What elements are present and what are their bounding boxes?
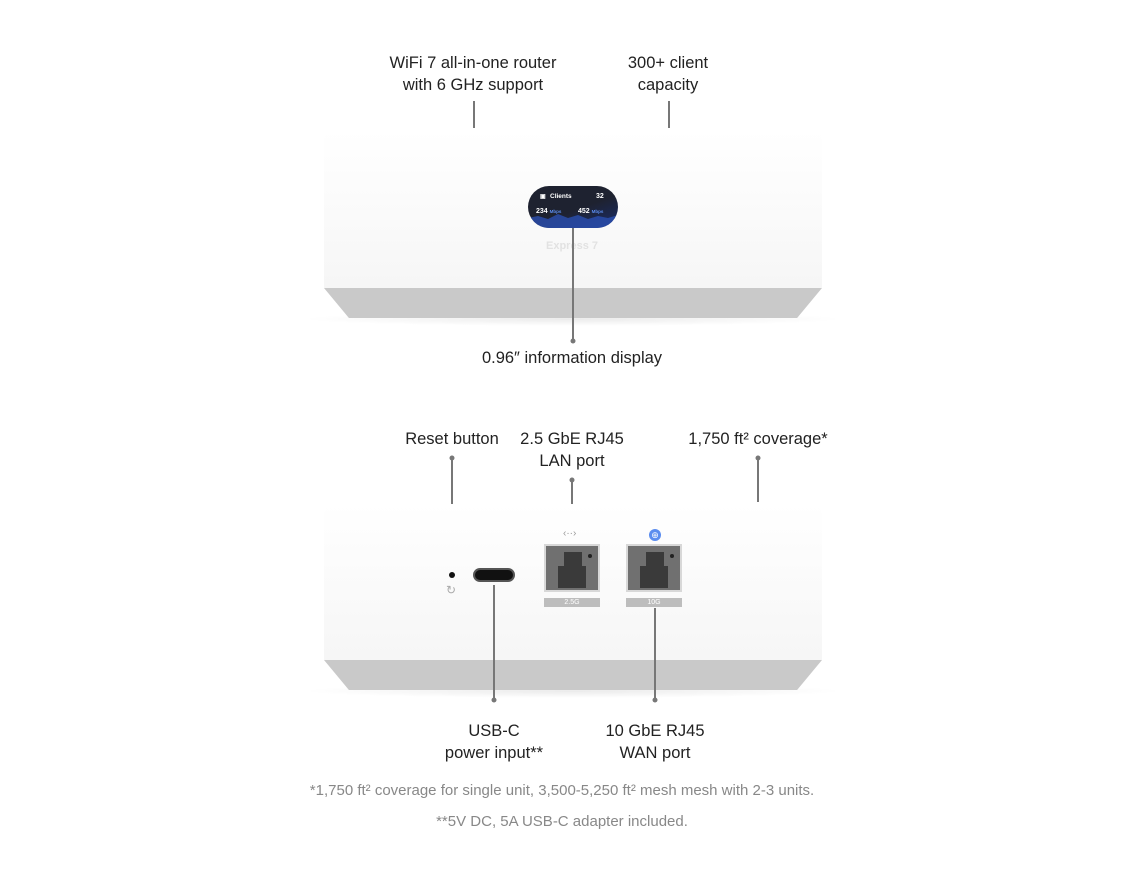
callout-display: 0.96″ information display [481, 349, 663, 367]
callout-text: power input** [444, 744, 544, 762]
model-label: Express 7 [546, 240, 598, 252]
callout-text: capacity [637, 76, 699, 94]
footnote-coverage: *1,750 ft² coverage for single unit, 3,5… [309, 782, 815, 799]
callout-capacity: 300+ client capacity [628, 52, 708, 96]
callout-usb: USB-C power input** [445, 720, 543, 764]
callout-line [572, 228, 574, 340]
reset-button[interactable] [449, 572, 455, 578]
callout-line [668, 101, 670, 128]
callout-text: with 6 GHz support [402, 76, 544, 94]
callout-lan: 2.5 GbE RJ45 LAN port [520, 428, 624, 472]
callout-text: WiFi 7 all-in-one router [389, 54, 557, 72]
reset-icon: ↻ [446, 583, 457, 597]
callout-text: 300+ client [627, 54, 709, 72]
traffic-graph [528, 214, 618, 228]
callout-line [493, 585, 495, 700]
download-speed: 234 [536, 208, 548, 215]
router-base [324, 660, 822, 690]
callout-line [654, 608, 656, 700]
callout-text: 2.5 GbE RJ45 [520, 430, 624, 448]
footnote-adapter: **5V DC, 5A USB-C adapter included. [436, 813, 688, 830]
wan-port-label: 10G [626, 598, 682, 607]
callout-line [473, 101, 475, 128]
unit: Mbps [549, 209, 562, 214]
callout-router: WiFi 7 all-in-one router with 6 GHz supp… [390, 52, 557, 96]
callout-reset: Reset button [405, 430, 499, 448]
callout-line [757, 458, 759, 502]
callout-text: USB-C [468, 722, 520, 740]
callout-text: 10 GbE RJ45 [605, 722, 705, 740]
lan-port-label: 2.5G [544, 598, 600, 607]
callout-text: LAN port [539, 452, 605, 470]
information-display: ▣ Clients 32 234 Mbps 452 Mbps [528, 186, 618, 228]
arrows-icon: ‹··› [563, 528, 577, 539]
callout-dot [652, 697, 658, 703]
lan-port [544, 544, 600, 592]
clients-icon: ▣ [540, 194, 546, 200]
callout-wan: 10 GbE RJ45 WAN port [605, 720, 704, 764]
screen-title: Clients [550, 193, 572, 200]
callout-dot [491, 697, 497, 703]
client-count: 32 [596, 193, 604, 200]
globe-icon: ⊕ [649, 529, 661, 541]
callout-coverage: 1,750 ft² coverage* [688, 430, 828, 448]
callout-line [571, 480, 573, 514]
callout-dot [570, 338, 576, 344]
unit: Mbps [591, 209, 604, 214]
wan-port [626, 544, 682, 592]
upload-speed: 452 [578, 208, 590, 215]
callout-text: WAN port [619, 744, 691, 762]
usb-c-port [473, 568, 515, 582]
